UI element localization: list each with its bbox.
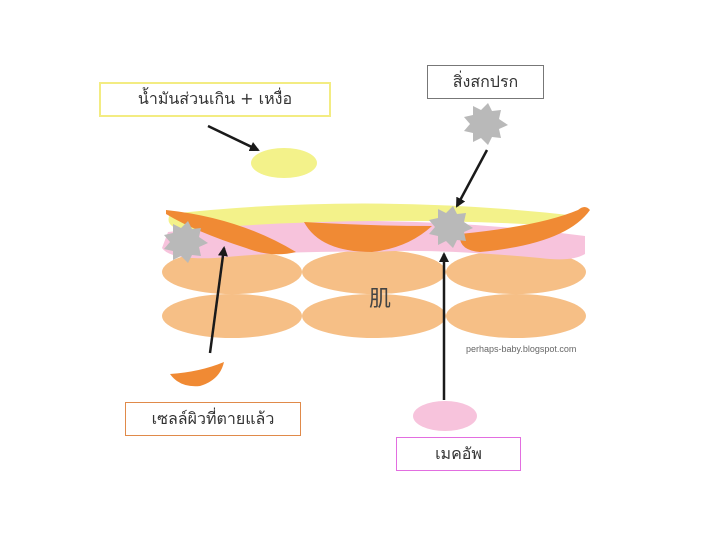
makeup-label: เมคอัพ bbox=[396, 437, 521, 471]
skin-cell bbox=[446, 294, 586, 338]
oil-sweat-label: น้ำมันส่วนเกิน + เหงื่อ bbox=[99, 82, 331, 117]
dirt-particle bbox=[464, 103, 508, 145]
dead-skin-cell bbox=[304, 222, 432, 252]
watermark: perhaps-baby.blogspot.com bbox=[466, 344, 577, 354]
skin-cell bbox=[302, 294, 446, 338]
arrow-dead-cells bbox=[208, 246, 228, 354]
skin-cell bbox=[302, 250, 446, 294]
skin-cells bbox=[162, 250, 586, 338]
skin-cell bbox=[446, 250, 586, 294]
dead-skin-cell bbox=[459, 207, 590, 252]
oil-layer bbox=[168, 203, 579, 230]
dirt-label: สิ่งสกปรก bbox=[427, 65, 544, 99]
skin-label: 肌 bbox=[368, 287, 391, 312]
dirt-particle bbox=[164, 221, 208, 263]
skin-cell bbox=[162, 294, 302, 338]
arrow-dirt bbox=[455, 149, 489, 208]
arrows bbox=[207, 124, 489, 400]
makeup-particle bbox=[413, 401, 477, 431]
oil-droplet bbox=[251, 148, 317, 178]
skin-cell bbox=[162, 250, 302, 294]
dirt-particle bbox=[429, 206, 473, 248]
dead-skin-cells bbox=[166, 207, 590, 255]
arrow-oil bbox=[207, 124, 260, 152]
dead-skin-cell bbox=[166, 210, 296, 255]
dead-cells-label: เซลล์ผิวที่ตายแล้ว bbox=[125, 402, 301, 436]
dead-cell-particle bbox=[170, 362, 224, 387]
